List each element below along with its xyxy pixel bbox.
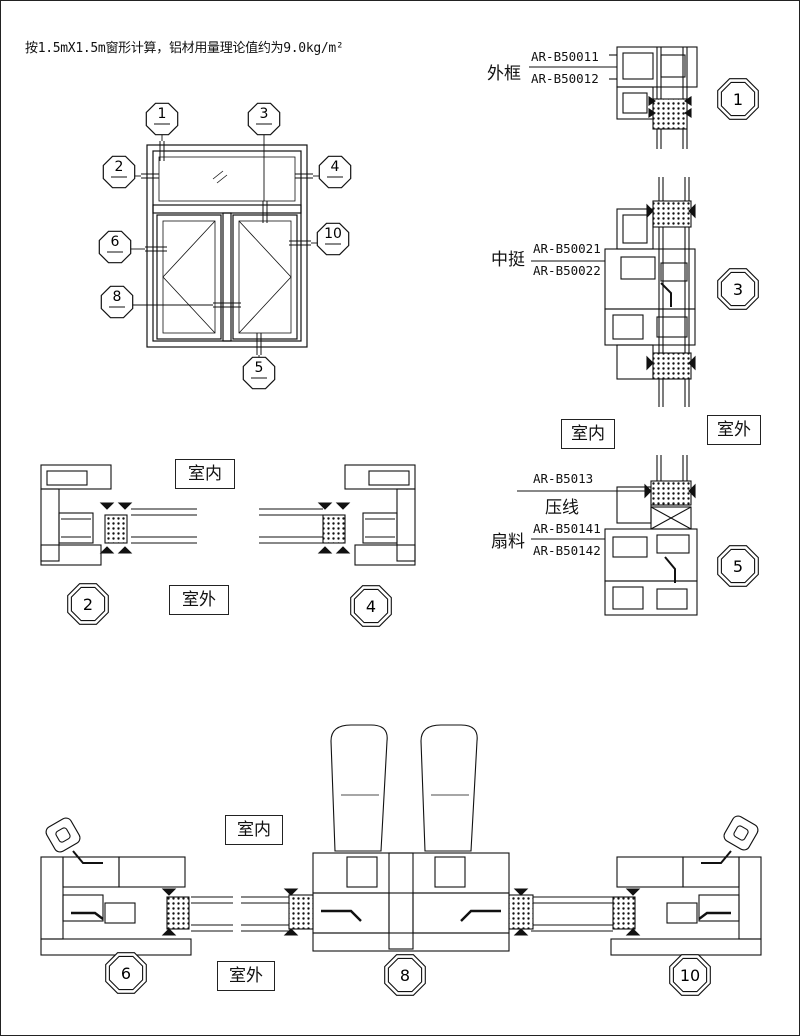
section-badge-s8-outer	[384, 954, 426, 996]
header-note: 按1.5mX1.5m窗形计算，铝材用量理论值约为9.0kg/m²	[25, 41, 344, 56]
outer-frame-code-2: AR-B50012	[531, 71, 599, 86]
section-badge-s5-inner	[720, 548, 756, 584]
window-elevation	[131, 127, 319, 359]
section-badge-s10-inner	[672, 957, 708, 993]
bead-label: 压线	[545, 498, 579, 518]
elevation-marker-1	[145, 102, 179, 136]
sash-code-1: AR-B50141	[533, 521, 601, 536]
mullion-code-1: AR-B50021	[533, 241, 601, 256]
section-badge-label-s5: 5	[733, 557, 743, 576]
elevation-marker-2	[102, 155, 136, 189]
sash-code-2: AR-B50142	[533, 543, 601, 558]
section-6-profile	[40, 817, 233, 956]
elevation-marker-8	[100, 285, 134, 319]
section-1-profile	[609, 46, 698, 149]
section-badge-s3-outer	[717, 268, 759, 310]
elevation-marker-6	[98, 230, 132, 264]
section-10-profile	[569, 815, 762, 956]
section-badge-label-s3: 3	[733, 280, 743, 299]
section-badge-s2-outer	[67, 583, 109, 625]
elevation-marker-label-10: 10	[324, 226, 342, 242]
outer-frame-label: 外框	[487, 64, 521, 84]
section-badge-s1-inner	[720, 81, 756, 117]
section-badge-s8-inner	[387, 957, 423, 993]
elevation-callouts: 1 2 3 4 5 6 8 10	[98, 102, 352, 390]
section-5-profile	[604, 455, 698, 616]
indoor-label-2-4: 室内	[175, 459, 235, 489]
section-badge-s5-outer	[717, 545, 759, 587]
elevation-marker-label-3: 3	[260, 106, 269, 122]
section-badge-s4-inner	[353, 588, 389, 624]
indoor-label-3-5: 室内	[561, 419, 615, 449]
elevation-marker-10	[316, 222, 350, 256]
section-badge-label-s8: 8	[400, 966, 410, 985]
elevation-marker-3	[247, 102, 281, 136]
section-2-profile	[40, 464, 197, 566]
sash-label: 扇料	[491, 532, 525, 552]
section-badge-label-s1: 1	[733, 90, 743, 109]
mullion-label: 中挺	[491, 250, 525, 270]
elevation-marker-label-8: 8	[113, 289, 122, 305]
section-badge-s6-outer	[105, 952, 147, 994]
elevation-marker-label-4: 4	[331, 159, 340, 175]
section-badge-label-s6: 6	[121, 964, 131, 983]
elevation-marker-4	[318, 155, 352, 189]
bead-code: AR-B5013	[533, 471, 594, 486]
section-3-profile	[604, 177, 696, 407]
section-badge-label-s4: 4	[366, 597, 376, 616]
elevation-marker-5	[242, 356, 276, 390]
section-badge-s6-inner	[108, 955, 144, 991]
section-badge-s10-outer	[669, 954, 711, 996]
outer-frame-code-1: AR-B50011	[531, 49, 599, 64]
indoor-label-bottom: 室内	[225, 815, 283, 845]
elevation-marker-label-6: 6	[111, 234, 120, 250]
elevation-marker-label-5: 5	[255, 360, 264, 376]
section-badge-s3-inner	[720, 271, 756, 307]
section-badge-label-s10: 10	[680, 966, 700, 985]
section-number-badges: 1 3 5 2 4 6 8 10	[67, 78, 759, 996]
outdoor-label-3-5: 室外	[707, 415, 761, 445]
elevation-marker-label-2: 2	[115, 159, 124, 175]
elevation-marker-label-1: 1	[158, 106, 167, 122]
section-badge-s1-outer	[717, 78, 759, 120]
section-8-profile	[241, 724, 581, 952]
outdoor-label-2-4: 室外	[169, 585, 229, 615]
section-4-profile	[259, 464, 416, 566]
outdoor-label-bottom: 室外	[217, 961, 275, 991]
section-badge-label-s2: 2	[83, 595, 93, 614]
mullion-code-2: AR-B50022	[533, 263, 601, 278]
section-badge-s2-inner	[70, 586, 106, 622]
section-badge-s4-outer	[350, 585, 392, 627]
